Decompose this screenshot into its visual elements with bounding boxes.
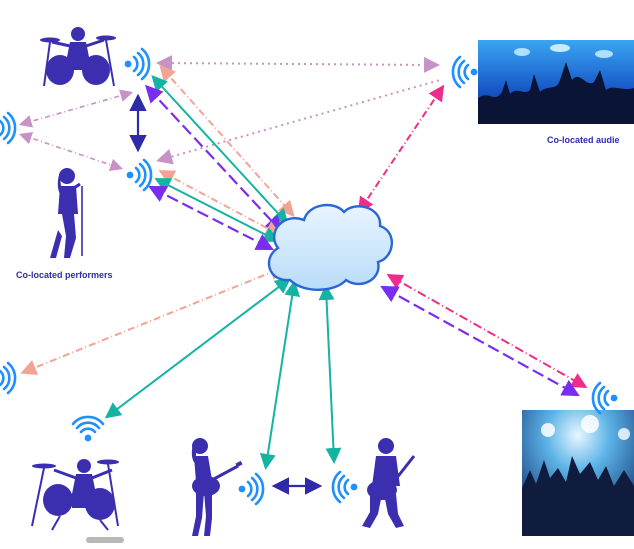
wifi-icon: [0, 361, 17, 395]
wifi-icon: [237, 472, 265, 506]
drummer-icon-2: [31, 459, 119, 531]
horizontal-scrollbar[interactable]: [86, 537, 124, 543]
bassist-cloud-link: [318, 284, 342, 464]
cloud-audience2-pink: [386, 274, 588, 388]
wifi-icon: [591, 381, 619, 415]
cloud-icon: [267, 203, 393, 291]
guitarist-icon: [191, 438, 243, 536]
singer-audience-link: [156, 79, 441, 165]
wifi-icon: [123, 47, 151, 81]
left-drummer-link: [18, 89, 134, 128]
concert-crowd-photo-2: [522, 410, 634, 536]
singer-cloud-teal: [154, 178, 280, 242]
audience-cloud-link: [357, 84, 445, 214]
drummer-icon: [40, 27, 116, 87]
bassist-icon: [362, 438, 416, 528]
left-cloud-link: [20, 265, 286, 375]
singer-cloud-salmon: [158, 170, 282, 236]
wifi-icon: [451, 55, 479, 89]
bottom-drummer-cloud-link: [104, 277, 292, 419]
connections: [18, 55, 588, 495]
colocated-performers-label: Co-located performers: [16, 270, 113, 280]
wifi-icon: [0, 111, 17, 145]
singer-icon: [50, 168, 83, 258]
cloud-audience2-purple: [380, 285, 580, 397]
wifi-icon: [331, 470, 359, 504]
wifi-icon: [71, 415, 105, 443]
singer-cloud-purple: [148, 186, 274, 250]
drummer-cloud-teal: [151, 75, 289, 225]
wifi-icon: [125, 158, 153, 192]
drummer-audience-link: [156, 55, 440, 73]
colocated-audience-label: Co-located audie: [547, 135, 620, 145]
guitarist-cloud-link: [259, 280, 301, 470]
left-singer-link: [18, 131, 124, 172]
concert-crowd-photo: [478, 40, 634, 124]
